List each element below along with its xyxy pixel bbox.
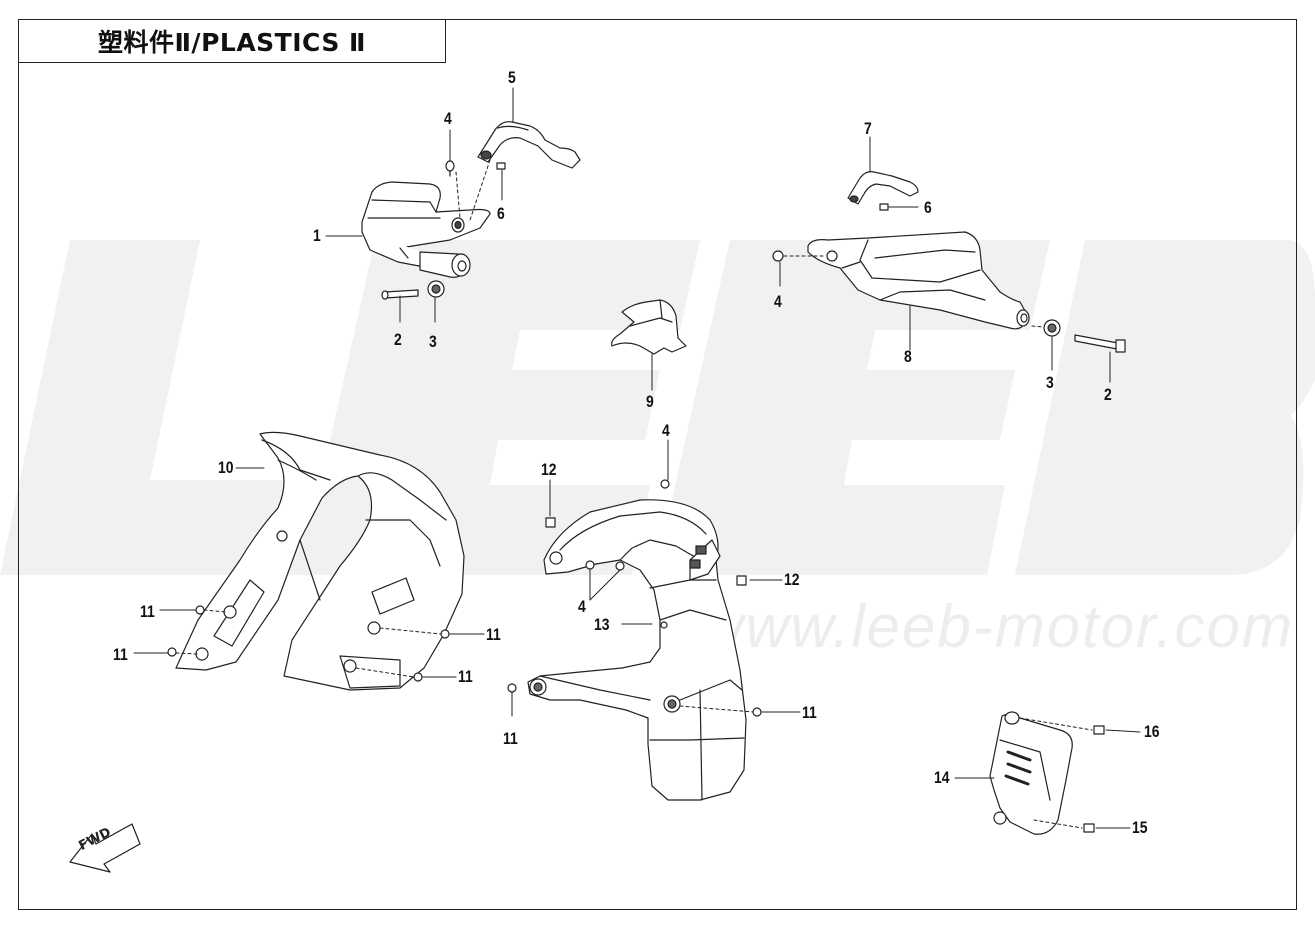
watermark-url: www.leeb-motor.com <box>700 593 1294 660</box>
right-bracket-part <box>847 171 919 205</box>
callout-1: 1 <box>313 226 321 245</box>
nut-part <box>879 203 889 211</box>
callout-12: 12 <box>541 460 557 479</box>
callout-4: 4 <box>662 421 670 440</box>
callout-14: 14 <box>934 768 950 787</box>
side-cover-screws <box>1083 725 1105 833</box>
fender-fasteners <box>507 479 762 717</box>
callout-11: 11 <box>503 729 518 748</box>
callout-11: 11 <box>486 625 501 644</box>
callout-11: 11 <box>140 602 155 621</box>
side-cover-part <box>989 711 1073 835</box>
callout-6: 6 <box>924 198 932 217</box>
left-hand-guard-part <box>361 181 491 278</box>
callout-4: 4 <box>444 109 452 128</box>
callout-8: 8 <box>904 347 912 366</box>
callout-15: 15 <box>1132 818 1148 837</box>
bolt-and-collar-left <box>381 280 445 300</box>
callout-6: 6 <box>497 204 505 223</box>
drawing-frame <box>18 19 1297 910</box>
callout-4: 4 <box>578 597 586 616</box>
callout-13: 13 <box>594 615 610 634</box>
callout-16: 16 <box>1144 722 1160 741</box>
right-hand-guard-part <box>807 231 1030 330</box>
screw-part <box>445 160 455 177</box>
callout-4: 4 <box>774 292 782 311</box>
front-fender-part <box>527 499 747 801</box>
callout-5: 5 <box>508 68 516 87</box>
bolt-and-collar-right <box>1043 319 1126 353</box>
callout-10: 10 <box>218 458 234 477</box>
leader-lines <box>133 87 1141 829</box>
callout-2: 2 <box>1104 385 1112 404</box>
left-bracket-part <box>477 121 581 169</box>
callout-3: 3 <box>429 332 437 351</box>
small-cover-part <box>611 299 687 355</box>
callout-9: 9 <box>646 392 654 411</box>
callout-2: 2 <box>394 330 402 349</box>
screw-part <box>772 250 784 262</box>
callout-11: 11 <box>802 703 817 722</box>
callout-11: 11 <box>113 645 128 664</box>
page-title: 塑料件Ⅱ/PLASTICS Ⅱ <box>18 19 446 63</box>
front-cowl-part <box>175 431 465 691</box>
callout-11: 11 <box>458 667 473 686</box>
callout-12: 12 <box>784 570 800 589</box>
callout-7: 7 <box>864 119 872 138</box>
nut-part <box>496 162 506 170</box>
callout-3: 3 <box>1046 373 1054 392</box>
forward-direction-arrow <box>69 823 141 873</box>
cowl-screws <box>167 605 450 682</box>
